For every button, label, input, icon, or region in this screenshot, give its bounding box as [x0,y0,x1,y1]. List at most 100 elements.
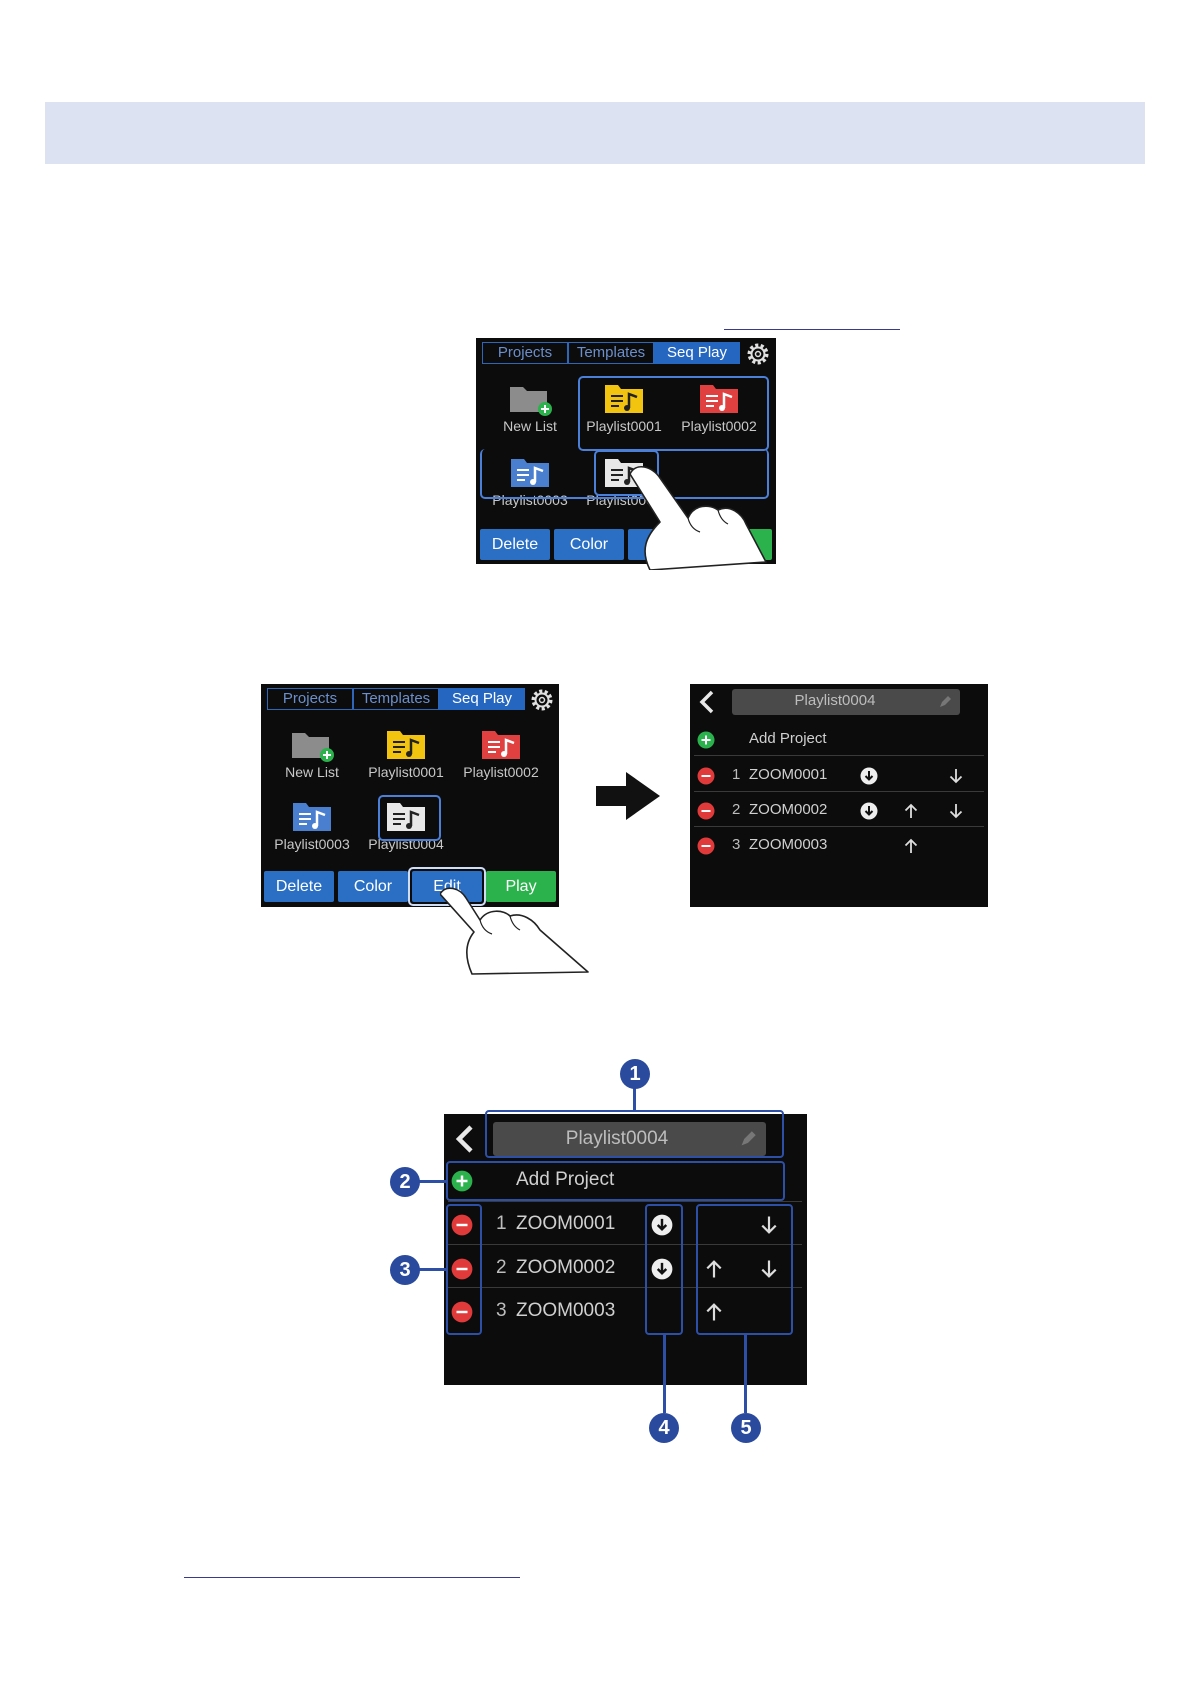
add-project-label[interactable]: Add Project [749,730,827,747]
playlist-title: Playlist0004 [794,692,876,709]
callout-box-title [485,1110,784,1158]
callout-number-4: 4 [649,1413,679,1443]
divider [448,1287,802,1288]
delete-button[interactable]: Delete [480,529,550,560]
new-list-folder-icon [292,733,334,762]
play-next-icon[interactable] [651,1214,673,1236]
tab-seq-play[interactable]: Seq Play [439,688,525,710]
finger-icon [630,466,767,570]
remove-icon[interactable] [697,802,715,820]
callout-box-add-project [446,1161,785,1201]
play-next-icon[interactable] [860,767,878,785]
section-header-band [45,102,1145,164]
finger-icon [440,887,589,975]
playlists-group-outline-lower [480,449,769,499]
move-up-icon[interactable] [903,802,919,820]
callout-box-move [696,1204,793,1335]
tile-label: New List [285,764,339,780]
seq-play-screen-middle: Projects Templates Seq Play New List Pla… [261,684,559,907]
selection-outline [594,450,659,496]
play-button[interactable]: Play [486,871,556,902]
move-down-icon[interactable] [759,1214,779,1236]
new-list-folder-icon [510,387,552,416]
tab-templates[interactable]: Templates [353,688,439,710]
red-playlist-folder-icon [482,731,520,759]
link-underline-bottom [184,1577,520,1578]
playlist-title-field[interactable]: Playlist0004 [732,689,960,715]
yellow-playlist-folder-icon [605,385,643,413]
add-project-label[interactable]: Add Project [516,1169,615,1190]
edit-button-highlight [408,867,486,906]
leader-line-3 [419,1268,446,1271]
move-down-icon[interactable] [759,1258,779,1280]
item-name: ZOOM0002 [749,801,828,818]
gear-icon[interactable] [530,688,554,712]
remove-icon[interactable] [451,1301,473,1323]
delete-button[interactable]: Delete [264,871,334,902]
pencil-icon [741,1131,756,1146]
move-down-icon[interactable] [948,767,964,785]
back-chevron-icon[interactable] [454,1124,476,1154]
item-index: 1 [496,1213,507,1234]
playlist-title-field[interactable]: Playlist0004 [493,1122,766,1156]
item-index: 3 [732,836,741,853]
tile-label: Playlist0001 [368,764,444,780]
tile-playlist-2[interactable]: Playlist0002 [457,728,545,780]
callout-number-2: 2 [390,1167,420,1197]
remove-icon[interactable] [451,1214,473,1236]
arrow-right-icon [596,772,660,820]
tile-new-list[interactable]: New List [486,382,574,434]
callout-number-3: 3 [390,1255,420,1285]
item-name: ZOOM0003 [749,836,828,853]
move-down-icon[interactable] [948,802,964,820]
white-playlist-folder-icon [387,803,425,831]
yellow-playlist-folder-icon [387,731,425,759]
tab-projects[interactable]: Projects [267,688,353,710]
play-next-icon[interactable] [651,1258,673,1280]
callout-number-1: 1 [620,1059,650,1089]
move-up-icon[interactable] [704,1258,724,1280]
play-next-icon[interactable] [860,802,878,820]
red-playlist-folder-icon [700,385,738,413]
tab-templates[interactable]: Templates [568,342,654,364]
item-name: ZOOM0002 [516,1257,616,1278]
back-chevron-icon[interactable] [698,690,716,714]
playlist-edit-screen-small: Playlist0004 Add Project 1 ZOOM0001 2 ZO… [690,684,988,907]
color-button[interactable]: Color [554,529,624,560]
add-icon[interactable] [451,1170,473,1192]
item-index: 3 [496,1300,507,1321]
tile-playlist-1[interactable]: Playlist0001 [362,728,450,780]
tile-label: Playlist0003 [492,492,568,508]
tab-projects[interactable]: Projects [482,342,568,364]
remove-icon[interactable] [697,767,715,785]
tile-new-list[interactable]: New List [268,728,356,780]
tile-playlist-2[interactable]: Playlist0002 [675,382,763,434]
add-icon[interactable] [697,731,715,749]
tile-label: New List [503,418,557,434]
tile-label: Playlist0002 [463,764,539,780]
divider [694,826,984,827]
callout-box-remove [446,1204,482,1335]
tile-playlist-1[interactable]: Playlist0001 [580,382,668,434]
pencil-icon [940,696,951,707]
item-name: ZOOM0001 [516,1213,616,1234]
remove-icon[interactable] [451,1258,473,1280]
tab-seq-play[interactable]: Seq Play [654,342,740,364]
divider [694,755,984,756]
item-name: ZOOM0001 [749,766,828,783]
move-up-icon[interactable] [903,837,919,855]
divider [448,1244,802,1245]
remove-icon[interactable] [697,837,715,855]
gear-icon[interactable] [746,342,770,366]
leader-line-4 [663,1335,666,1413]
divider [448,1201,802,1202]
item-index: 2 [732,801,741,818]
tile-playlist-3[interactable]: Playlist0003 [486,456,574,508]
move-up-icon[interactable] [704,1301,724,1323]
blue-playlist-folder-icon [511,459,549,487]
selection-outline [378,795,441,841]
tile-playlist-3[interactable]: Playlist0003 [268,800,356,852]
leader-line-5 [744,1335,747,1413]
callout-number-5: 5 [731,1413,761,1443]
color-button[interactable]: Color [338,871,408,902]
